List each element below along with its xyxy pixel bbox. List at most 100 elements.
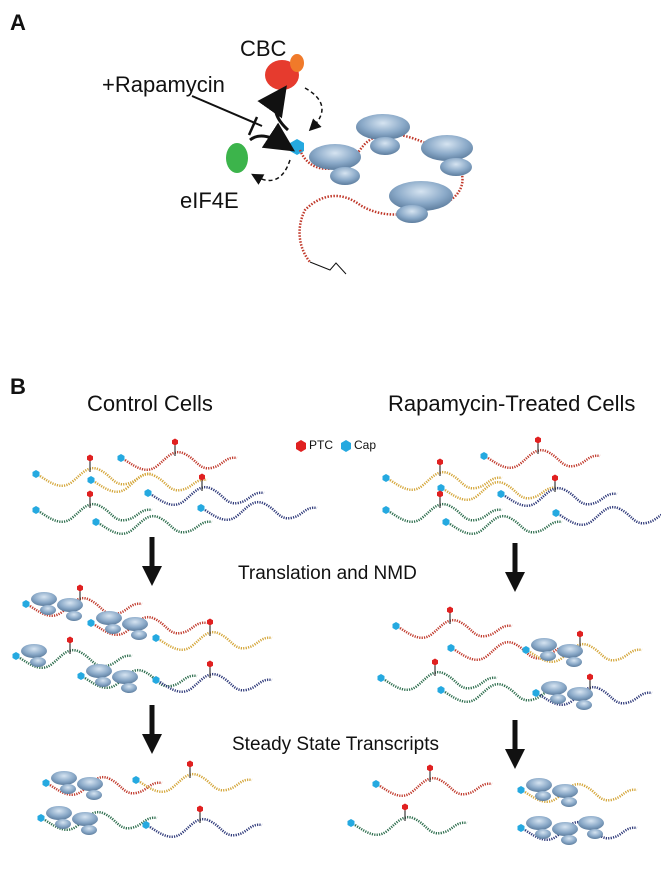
cap-icon [392,622,400,630]
ptc-icon [447,606,453,614]
ribosome-cluster [309,114,473,223]
ribosome-icon [370,137,400,155]
cap-icon [447,644,455,652]
cap-icon [532,689,540,697]
transcript-strand [151,485,265,506]
transcript-layer [12,436,661,845]
cap-icon [37,814,45,822]
ribosome-icon [51,771,77,785]
cbc-binding-arrow [257,85,290,132]
cap-icon [437,686,445,694]
panel-b [12,436,661,845]
rapamycin-label: +Rapamycin [102,72,225,97]
ribosome-icon [550,694,566,704]
cap-icon [442,518,450,526]
rapamycin-inhibition-bar [247,116,259,136]
ptc-icon [187,760,193,768]
ptc-icon [197,805,203,813]
transcript-strand [94,615,208,636]
ribosome-icon [540,651,556,661]
cap-icon [77,672,85,680]
ribosome-icon [552,822,578,836]
cap-legend-label: Cap [354,438,377,452]
ptc-icon [67,636,73,644]
step2-label: Steady State Transcripts [232,734,439,755]
cap-icon [152,676,160,684]
ribosome-icon [421,135,473,161]
ribosome-icon [77,777,103,791]
cap-icon [382,506,390,514]
cap-icon [132,776,140,784]
transcript-strand [49,775,163,796]
cap-icon [87,476,95,484]
ribosome-icon [46,806,72,820]
transcript-strand [124,450,238,471]
transcript-strand [559,505,661,526]
ribosome-icon [356,114,410,140]
transcript-strand [29,596,143,617]
ribosome-icon [576,700,592,710]
transcript-strand [389,502,503,523]
cap-icon [12,652,20,660]
transcript-strand [204,500,318,521]
ptc-icon [87,490,93,498]
ribosome-icon [587,829,603,839]
ptc-icon [427,764,433,772]
transcript-strand [529,642,643,663]
cap-icon [522,646,530,654]
panel-a-letter: A [10,10,26,35]
ptc-icon [172,438,178,446]
ptc-legend-icon [296,440,306,452]
cap-icon [480,452,488,460]
ribosome-icon [531,638,557,652]
transcript-strand [39,502,153,523]
transcript-strand [454,640,568,661]
ribosome-icon [131,630,147,640]
cap-icon [152,634,160,642]
ptc-icon [437,490,443,498]
transcript-strand [384,670,498,691]
cbc-complex-icon [265,60,299,90]
cap-icon [517,824,525,832]
cbc-release-arrow [304,87,323,132]
transcript-strand [159,630,273,651]
ribosome-icon [30,657,46,667]
poly-a-tail [309,261,347,275]
ribosome-icon [86,664,112,678]
ptc-icon [577,630,583,638]
ribosome-icon [396,205,428,223]
ptc-legend-label: PTC [309,438,333,452]
transcript-strand [19,648,133,669]
ribosome-icon [557,644,583,658]
ptc-icon [432,658,438,666]
ribosome-icon [96,611,122,625]
cap-icon [142,821,150,829]
ribosome-icon [552,784,578,798]
ribosome-icon [121,683,137,693]
ribosome-icon [81,825,97,835]
eif4e-release-arrow [251,159,291,185]
transcript-strand [94,472,208,493]
ribosome-icon [60,784,76,794]
cbc-label: CBC [240,36,287,61]
transcript-strand [487,448,601,469]
cap-icon [42,779,50,787]
panel-a [191,54,473,275]
step1-label: Translation and NMD [238,563,417,584]
cbc-subunit-icon [290,54,304,72]
ribosome-icon [21,644,47,658]
cap-icon [92,518,100,526]
ribosome-icon [541,681,567,695]
cap-icon [22,600,30,608]
transcript-strand [444,682,558,703]
eif4e-binding-arrow [249,122,296,152]
transcript-strand [99,514,213,535]
ribosome-icon [566,657,582,667]
eif4e-protein-icon [226,143,248,173]
ptc-icon [437,458,443,466]
transcript-strand [444,480,558,501]
rapamycin-inhibition-line [191,95,263,127]
transcript-strand [524,782,638,803]
ptc-icon [587,673,593,681]
